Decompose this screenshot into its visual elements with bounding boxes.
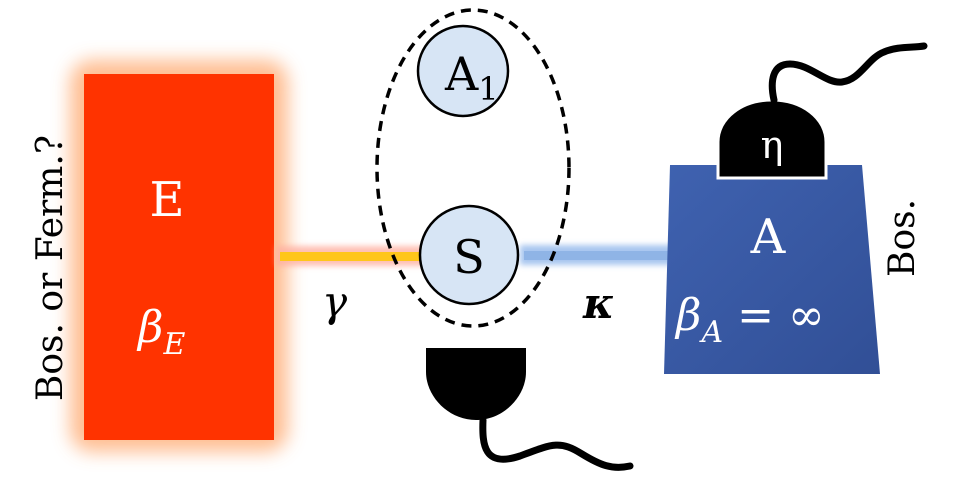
- gamma-link-core: [280, 252, 420, 261]
- a1-circle: [416, 24, 510, 118]
- ancilla-node-a1: A1: [416, 24, 510, 118]
- a1-label: A1: [444, 47, 499, 108]
- system-detector: [426, 348, 634, 471]
- gamma-label: γ: [322, 277, 348, 326]
- ancilla-detector-cable: [768, 42, 928, 104]
- system-detector-body: [426, 348, 526, 420]
- kappa-label: κ: [582, 279, 614, 328]
- ancilla-beta: βA = ∞: [674, 290, 825, 350]
- system-detector-cable: [479, 416, 634, 471]
- kappa-coupling-link: [520, 245, 676, 265]
- detector-eta-label: η: [761, 123, 784, 167]
- environment-label: E: [149, 172, 184, 228]
- ancilla-detector: η: [716, 42, 928, 180]
- environment-reservoir: E βE: [70, 60, 288, 452]
- environment-statistics-label: Bos. or Ferm.?: [30, 135, 71, 401]
- ancilla-reservoir: A βA = ∞: [664, 165, 880, 374]
- ancilla-box: [664, 165, 880, 374]
- dashed-group-ellipse: [375, 8, 571, 328]
- system-node: S: [418, 204, 520, 306]
- ancilla-statistics-label: Bos.: [882, 199, 923, 277]
- ancilla-label: A: [750, 209, 787, 265]
- kappa-link-core: [524, 251, 670, 260]
- environment-beta: βE: [136, 302, 185, 362]
- environment-box: [84, 74, 274, 440]
- s-label: S: [453, 230, 485, 284]
- s-circle: [418, 204, 520, 306]
- gamma-coupling-link: [276, 246, 426, 266]
